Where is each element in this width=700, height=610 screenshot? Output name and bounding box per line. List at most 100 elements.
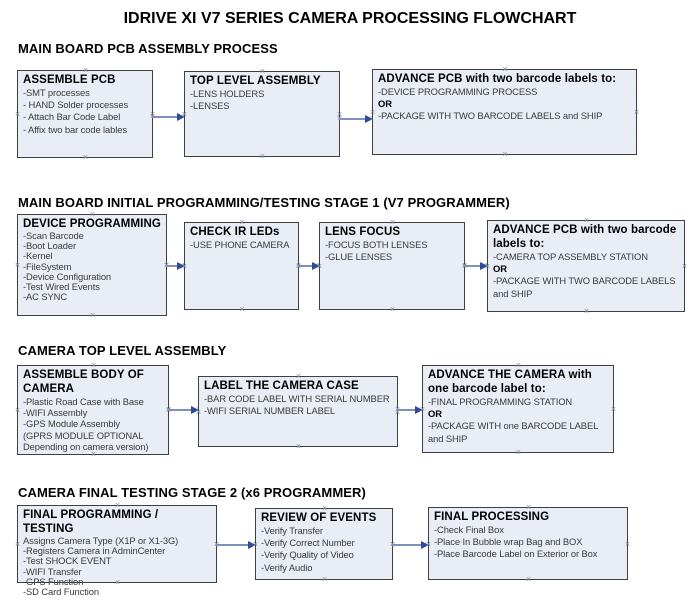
box-title: FINAL PROGRAMMING / TESTING (23, 509, 159, 535)
arrow-line (392, 544, 424, 546)
box-item: -PACKAGE WITH one BARCODE LABEL (428, 420, 599, 432)
box-item: -PACKAGE WITH TWO BARCODE LABELS and SHI… (378, 110, 603, 122)
connection-handle-icon: × (14, 405, 21, 415)
box-lens-focus: × × × × LENS FOCUS -FOCUS BOTH LENSES -G… (317, 218, 467, 314)
box-item: -FileSystem (23, 260, 72, 272)
box-title: LABEL THE CAMERA CASE (204, 380, 359, 392)
box-item: -SMT processes (23, 87, 90, 98)
box-item: and SHIP (493, 287, 533, 299)
box-item: -SD Card Function (23, 586, 99, 598)
box-item: -PACKAGE WITH TWO BARCODE LABELS (493, 275, 676, 287)
box-review-of-events: × × × × REVIEW OF EVENTS -Verify Transfe… (253, 504, 395, 584)
arrow-line (168, 409, 194, 411)
box-check-ir-leds: × × × × CHECK IR LEDs -USE PHONE CAMERA (182, 218, 301, 314)
connection-handle-icon: × (321, 574, 328, 584)
connection-handle-icon: × (14, 109, 21, 119)
connection-handle-icon: × (14, 539, 21, 549)
box-item: Depending on camera version) (23, 440, 149, 452)
box-title: TOP LEVEL ASSEMBLY (190, 75, 321, 87)
section-3-header: CAMERA TOP LEVEL ASSEMBLY (18, 343, 227, 358)
arrow-line (166, 265, 180, 267)
box-item: - Attach Bar Code Label (23, 111, 121, 123)
box-item: -FOCUS BOTH LENSES (325, 239, 428, 250)
connection-handle-icon: × (239, 304, 245, 314)
box-item: -Scan Barcode (23, 230, 84, 241)
box-final-processing: × × × × FINAL PROCESSING -Check Final Bo… (426, 503, 631, 584)
box-item: - Affix two bar code lables (23, 123, 127, 135)
box-item: (GPRS MODULE OPTIONAL (23, 429, 144, 441)
arrow-head-icon (480, 261, 488, 270)
arrow-head-icon (421, 540, 429, 549)
arrow-line (216, 544, 251, 546)
box-title: LENS FOCUS (325, 226, 401, 238)
box-item: -LENSES (190, 100, 230, 112)
connection-handle-icon: × (583, 306, 590, 316)
box-item: - HAND Solder processes (23, 99, 129, 111)
box-item: -FINAL PROGRAMMING STATION (428, 396, 573, 407)
connection-handle-icon: × (259, 151, 266, 161)
box-item: -WIFI Transfer (23, 565, 82, 577)
box-item: and SHIP (428, 432, 468, 444)
page-title: IDRIVE XI V7 SERIES CAMERA PROCESSING FL… (123, 10, 577, 27)
box-item: -Place Barcode Label on Exterior or Box (434, 548, 598, 560)
box-item: -USE PHONE CAMERA (190, 239, 290, 250)
box-item: OR (378, 98, 392, 110)
box-advance-camera: × × × × ADVANCE THE CAMERA with one barc… (420, 361, 617, 457)
arrow-head-icon (312, 261, 320, 270)
section-2-header: MAIN BOARD INITIAL PROGRAMMING/TESTING S… (18, 195, 510, 210)
box-item: -Test SHOCK EVENT (23, 555, 112, 567)
arrow-head-icon (248, 540, 256, 549)
box-item: -GPS Function (23, 575, 84, 587)
connection-handle-icon: × (82, 152, 89, 162)
box-title: ADVANCE PCB with two barcode labels to: (493, 224, 677, 250)
box-advance-pcb-2: × × × × ADVANCE PCB with two barcode lab… (485, 216, 688, 316)
box-item: -GPS Module Assembly (23, 418, 120, 430)
box-item: -DEVICE PROGRAMMING PROCESS (378, 86, 538, 97)
connection-handle-icon: × (502, 149, 508, 159)
section-4-header: CAMERA FINAL TESTING STAGE 2 (x6 PROGRAM… (18, 485, 366, 500)
box-item: -WIFI Assembly (23, 407, 88, 419)
box-item: -Check Final Box (434, 524, 504, 535)
box-item: Assigns Camera Type (X1P or X1-3G) (23, 535, 179, 546)
box-item: -Test Wired Events (23, 281, 100, 293)
box-title: ADVANCE PCB with two barcode labels to: (378, 73, 617, 85)
connection-handle-icon: × (336, 109, 343, 119)
box-advance-pcb-1: × × × × ADVANCE PCB with two barcode lab… (370, 65, 640, 159)
box-title: ADVANCE THE CAMERA with one barcode labe… (428, 369, 592, 395)
box-final-programming: × × × × FINAL PROGRAMMING / TESTING Assi… (14, 501, 219, 597)
connection-handle-icon: × (525, 574, 532, 584)
box-item: -Place In Bubble wrap Bag and BOX (434, 536, 583, 548)
box-item: -CAMERA TOP ASSEMBLY STATION (493, 251, 648, 262)
arrow-line (464, 265, 483, 267)
box-item: -AC SYNC (23, 291, 67, 303)
box-title: FINAL PROCESSING (434, 511, 550, 523)
arrow-line (298, 265, 315, 267)
box-item: -Verify Quality of Video (261, 549, 354, 561)
connection-handle-icon: × (624, 538, 631, 549)
box-title: REVIEW OF EVENTS (261, 512, 377, 524)
connection-handle-icon: × (515, 447, 522, 457)
box-assemble-body: × × × × ASSEMBLE BODY OF CAMERA -Plastic… (14, 361, 171, 459)
arrow-head-icon (177, 261, 185, 270)
box-item: -Boot Loader (23, 240, 77, 252)
connection-handle-icon: × (610, 404, 617, 414)
box-title: ASSEMBLE BODY OF CAMERA (23, 369, 144, 395)
box-item: -WIFI SERIAL NUMBER LABEL (204, 405, 336, 417)
connection-handle-icon: × (90, 449, 97, 459)
connection-handle-icon: × (14, 260, 21, 270)
box-assemble-pcb: × × × × ASSEMBLE PCB -SMT processes - HA… (14, 66, 155, 162)
box-item: -Plastic Road Case with Base (23, 396, 144, 407)
box-item: -BAR CODE LABEL WITH SERIAL NUMBER (204, 393, 390, 404)
connection-handle-icon: × (389, 304, 396, 314)
connection-handle-icon: × (295, 441, 302, 451)
box-top-level-assembly: × × × × TOP LEVEL ASSEMBLY -LENS HOLDERS… (182, 67, 343, 161)
connection-handle-icon: × (681, 261, 688, 271)
arrow-line (339, 118, 368, 120)
arrow-head-icon (177, 112, 185, 121)
arrow-head-icon (191, 405, 199, 414)
box-title: DEVICE PROGRAMMING (23, 218, 161, 230)
box-item: OR (493, 263, 507, 275)
connection-handle-icon: × (633, 107, 640, 117)
box-item: -Registers Camera in AdminCenter (23, 545, 166, 557)
